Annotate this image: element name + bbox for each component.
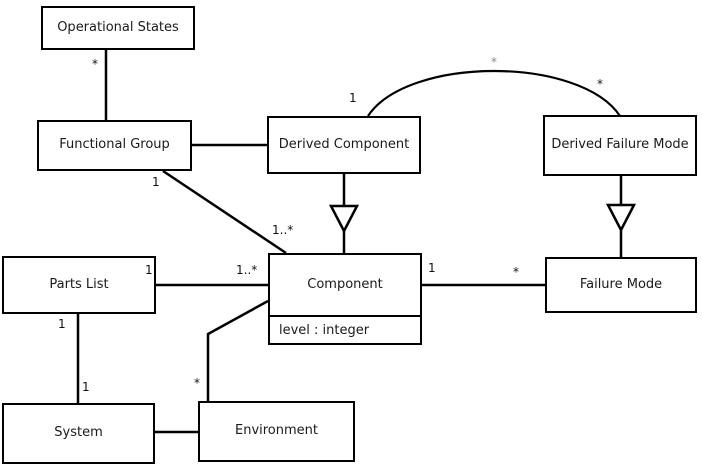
generalization-derived-component-component[interactable] bbox=[328, 174, 360, 253]
class-name-parts-list: Parts List bbox=[49, 276, 109, 292]
class-name-failure-mode: Failure Mode bbox=[579, 276, 663, 292]
generalization-triangle-icon bbox=[605, 203, 637, 233]
class-box-derived-failure-mode[interactable]: Derived Failure Mode bbox=[543, 115, 697, 176]
class-name-system: System bbox=[54, 425, 103, 441]
class-box-environment[interactable]: Environment bbox=[198, 401, 355, 462]
class-attribute-component-level: level : integer bbox=[270, 315, 420, 343]
class-box-failure-mode[interactable]: Failure Mode bbox=[545, 257, 697, 313]
class-name-operational-states: Operational States bbox=[57, 19, 179, 35]
multiplicity-functional-group-derived-component: 1 bbox=[349, 91, 357, 105]
multiplicity-failure-mode-left: * bbox=[513, 265, 519, 279]
multiplicity-arc-apex: * bbox=[491, 55, 497, 69]
multiplicity-operational-states-bottom: * bbox=[92, 57, 98, 71]
multiplicity-functional-group-component-far: 1..* bbox=[272, 223, 294, 237]
class-name-environment: Environment bbox=[234, 423, 318, 439]
class-name-derived-component: Derived Component bbox=[278, 136, 410, 152]
class-box-derived-component[interactable]: Derived Component bbox=[267, 116, 421, 174]
multiplicity-environment-top: * bbox=[194, 376, 200, 390]
multiplicity-parts-list-bottom: 1 bbox=[58, 317, 66, 331]
class-box-component[interactable]: Component level : integer bbox=[268, 253, 422, 345]
class-box-operational-states[interactable]: Operational States bbox=[41, 6, 195, 50]
association-component-environment[interactable] bbox=[206, 299, 269, 401]
multiplicity-component-left: 1..* bbox=[236, 263, 258, 277]
multiplicity-component-right: 1 bbox=[428, 261, 436, 275]
class-box-parts-list[interactable]: Parts List bbox=[2, 256, 156, 314]
association-derived-component-derived-failure-mode[interactable] bbox=[367, 69, 621, 117]
class-box-functional-group[interactable]: Functional Group bbox=[37, 120, 192, 171]
association-functional-group-component[interactable] bbox=[162, 169, 287, 255]
multiplicity-arc-right-end: * bbox=[597, 77, 603, 91]
multiplicity-functional-group-component-near: 1 bbox=[152, 175, 160, 189]
multiplicity-parts-list-right: 1 bbox=[145, 263, 153, 277]
class-name-functional-group: Functional Group bbox=[59, 137, 170, 153]
class-name-derived-failure-mode: Derived Failure Mode bbox=[551, 137, 689, 153]
generalization-derived-failure-mode-failure-mode[interactable] bbox=[605, 176, 637, 257]
multiplicity-system-top: 1 bbox=[82, 380, 90, 394]
generalization-triangle-icon bbox=[328, 204, 360, 234]
class-box-system[interactable]: System bbox=[2, 403, 155, 464]
class-name-component: Component bbox=[307, 276, 383, 292]
